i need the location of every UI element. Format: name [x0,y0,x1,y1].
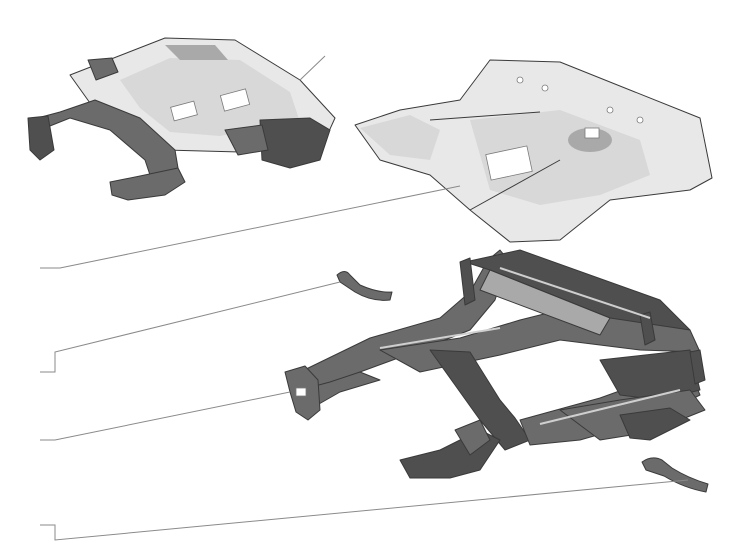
mount-bracket-icon [284,365,321,421]
floor-pan-icon [354,59,713,243]
leader-line [40,391,291,441]
underbody-assembly-icon [27,37,336,201]
wheelhouse-bracket-icon [336,271,393,301]
leader-line [40,185,461,269]
leader-line [299,55,326,81]
chassis-frame-icon [299,249,706,479]
leader-line [40,281,341,373]
leader-line [40,479,689,541]
arch-bracket-icon [641,457,709,493]
